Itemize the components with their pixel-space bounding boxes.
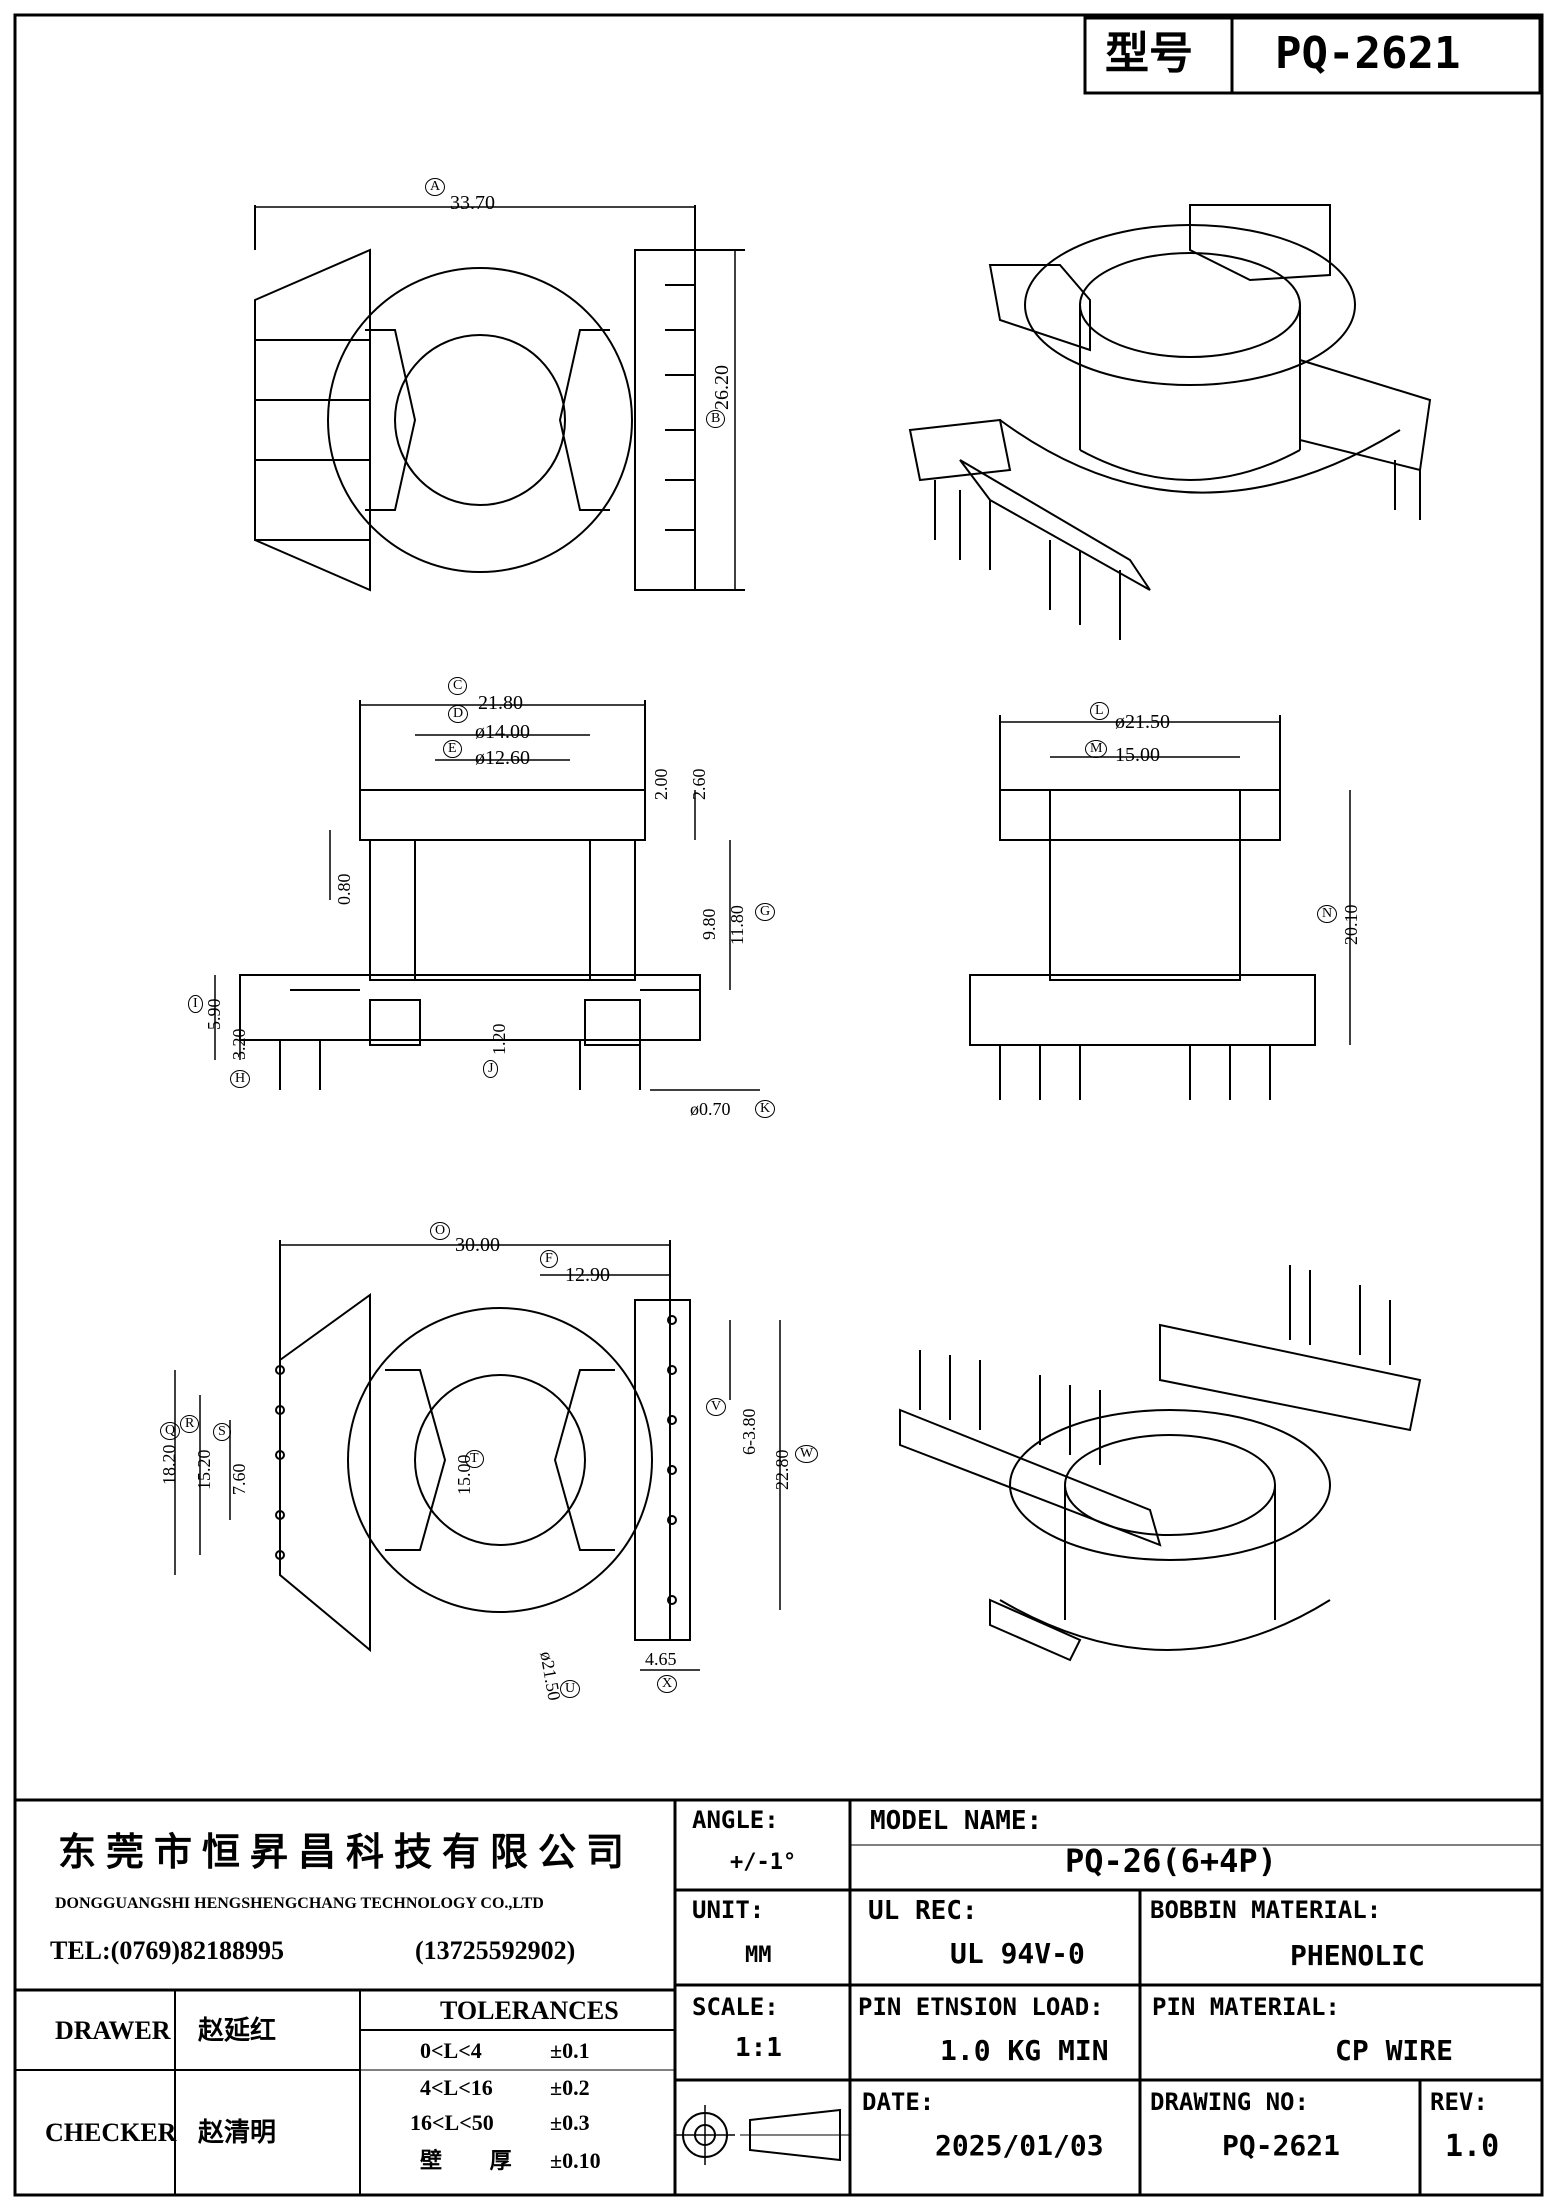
dim-e-label: E [443, 740, 462, 758]
dim-n-label: N [1317, 905, 1338, 923]
dim-d-value: ø14.00 [475, 721, 530, 743]
dim-f-value: 12.90 [565, 1264, 610, 1286]
scale-value: 1:1 [735, 2033, 782, 2063]
dim-j-label: J [483, 1060, 499, 1078]
dim-m-label: M [1085, 740, 1108, 758]
dim-s-value: 7.60 [229, 1463, 249, 1496]
tol-value-1: ±0.1 [550, 2038, 590, 2063]
dim-c-value: 21.80 [478, 692, 523, 714]
model-value: PQ-26(6+4P) [1065, 1842, 1277, 1880]
scale-label: SCALE: [692, 1993, 779, 2021]
dim-o-label: O [430, 1222, 451, 1240]
dim-k-value: ø0.70 [690, 1099, 731, 1119]
tol-value-3: ±0.3 [550, 2110, 590, 2135]
dim-o-value: 30.00 [455, 1234, 500, 1256]
company-cn: 东莞市恒昇昌科技有限公司 [58, 1829, 635, 1874]
dim-b-value: 26.20 [711, 365, 733, 410]
type-label: 型号 [1105, 28, 1193, 79]
dim-f-label: F [540, 1250, 558, 1268]
dim-w-label: W [795, 1445, 819, 1463]
drawing-value: PQ-2621 [1222, 2129, 1341, 2162]
iso-view-bottom [899, 1265, 1422, 1662]
pin-load-label: PIN ETNSION LOAD: [858, 1993, 1104, 2021]
drawing-label: DRAWING NO: [1150, 2088, 1309, 2116]
dim-b-label: B [706, 410, 726, 428]
tol-value-4: ±0.10 [550, 2148, 601, 2173]
dim-l-label: L [1090, 702, 1109, 720]
drawer-value: 赵延红 [198, 2016, 277, 2046]
bottom-view [174, 1240, 781, 1671]
bobbin-label: BOBBIN MATERIAL: [1150, 1896, 1382, 1924]
pin-mat-label: PIN MATERIAL: [1152, 1993, 1340, 2021]
pin-load-value: 1.0 KG MIN [940, 2034, 1109, 2067]
dim-260: 2.60 [689, 768, 709, 801]
dim-r-label: R [180, 1415, 200, 1433]
dim-q-value: 18.20 [159, 1444, 179, 1486]
dim-a-label: A [425, 178, 446, 196]
mobile: (13725592902) [415, 1936, 576, 1965]
top-view [254, 205, 745, 592]
tol-range-2: 4<L<16 [420, 2075, 493, 2100]
dim-h-value: 3.20 [229, 1028, 249, 1061]
dim-h-label: H [230, 1070, 251, 1088]
checker-value: 赵清明 [198, 2118, 277, 2148]
dim-m-value: 15.00 [1115, 744, 1160, 766]
angle-label: ANGLE: [692, 1806, 779, 1834]
dim-v-value: 6-3.80 [739, 1408, 759, 1456]
dim-k-label: K [755, 1100, 776, 1118]
side-view [969, 715, 1351, 1100]
ul-label: UL REC: [868, 1896, 978, 1926]
dim-i-label: I [188, 995, 203, 1013]
rev-label: REV: [1430, 2088, 1488, 2116]
dim-x-label: X [657, 1675, 678, 1693]
tol-range-3: 16<L<50 [410, 2110, 494, 2135]
dim-u-label: U [560, 1680, 581, 1698]
company-en: DONGGUANGSHI HENGSHENGCHANG TECHNOLOGY C… [55, 1895, 544, 1912]
tol-range-1: 0<L<4 [420, 2038, 482, 2063]
type-value: PQ-2621 [1275, 28, 1461, 79]
header-box [1083, 16, 1542, 95]
model-label: MODEL NAME: [870, 1806, 1043, 1836]
tol-value-2: ±0.2 [550, 2075, 590, 2100]
dim-j-value: 1.20 [489, 1023, 509, 1056]
dim-c-label: C [448, 677, 468, 695]
dim-s-label: S [213, 1423, 231, 1441]
rev-value: 1.0 [1445, 2129, 1500, 2164]
dim-g-value: 11.80 [727, 905, 747, 945]
dim-080: 0.80 [334, 873, 354, 906]
front-view [214, 700, 760, 1091]
dim-n-value: 20.10 [1341, 904, 1361, 946]
dim-g-label: G [755, 903, 776, 921]
unit-value: MM [745, 1943, 772, 1968]
bobbin-value: PHENOLIC [1290, 1939, 1425, 1972]
tel: TEL:(0769)82188995 [50, 1936, 284, 1965]
tol-range-4: 壁 厚 [420, 2148, 532, 2174]
unit-label: UNIT: [692, 1896, 765, 1924]
date-label: DATE: [862, 2088, 935, 2116]
ul-value: UL 94V-0 [950, 1937, 1085, 1970]
dim-r-value: 15.20 [194, 1449, 214, 1491]
dim-e-value: ø12.60 [475, 747, 530, 769]
dim-v-label: V [706, 1398, 727, 1416]
dim-x-value: 4.65 [645, 1649, 677, 1669]
dim-w-value: 22.80 [772, 1449, 792, 1491]
dim-980: 9.80 [699, 908, 719, 941]
dim-d-label: D [448, 705, 469, 723]
dim-i-value: 5.90 [204, 998, 224, 1031]
dim-l-value: ø21.50 [1115, 711, 1170, 733]
pin-mat-value: CP WIRE [1335, 2034, 1454, 2067]
date-value: 2025/01/03 [935, 2129, 1104, 2162]
angle-value: +/-1° [730, 1850, 797, 1875]
dim-200: 2.00 [651, 768, 671, 801]
dim-t-label: T [465, 1450, 484, 1468]
dim-a-value: 33.70 [450, 192, 495, 214]
tolerances-label: TOLERANCES [440, 1996, 619, 2025]
iso-view-top [908, 204, 1432, 640]
title-block [15, 1798, 1542, 2195]
checker-label: CHECKER [45, 2118, 177, 2147]
sheet-border [13, 13, 1544, 2197]
dim-q-label: Q [160, 1422, 181, 1440]
drawer-label: DRAWER [55, 2016, 171, 2045]
